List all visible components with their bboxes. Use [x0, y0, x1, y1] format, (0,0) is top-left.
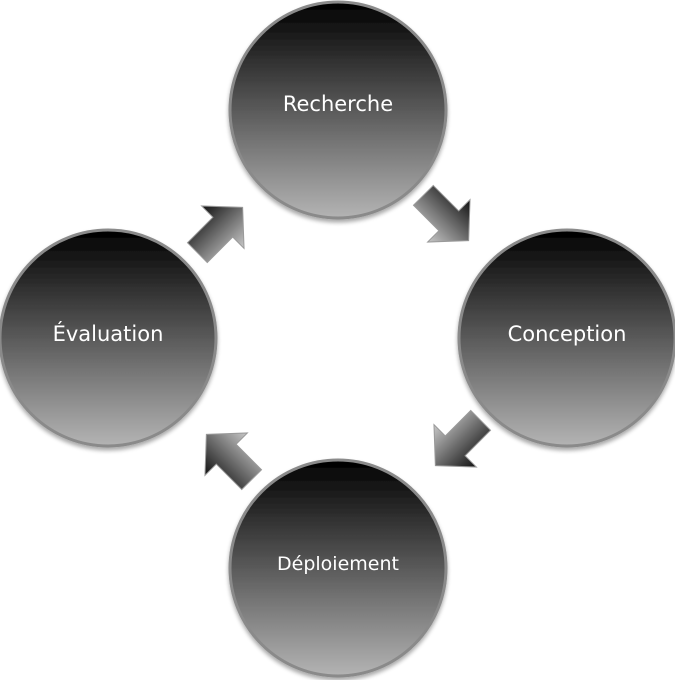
node-deploiement-label: Déploiement [277, 553, 399, 575]
arrow-conception-to-deploiement [433, 409, 492, 468]
arrow-deploiement-to-evaluation [204, 432, 263, 491]
node-recherche: Recherche [228, 0, 448, 220]
node-conception-label: Conception [508, 322, 627, 346]
node-evaluation-label: Évaluation [53, 321, 164, 346]
node-deploiement: Déploiement [228, 458, 448, 678]
arrow-recherche-to-conception [412, 184, 471, 243]
node-evaluation: Évaluation [0, 228, 218, 448]
arrow-evaluation-to-recherche [186, 205, 245, 264]
node-recherche-label: Recherche [283, 92, 393, 116]
node-conception: Conception [457, 228, 675, 448]
